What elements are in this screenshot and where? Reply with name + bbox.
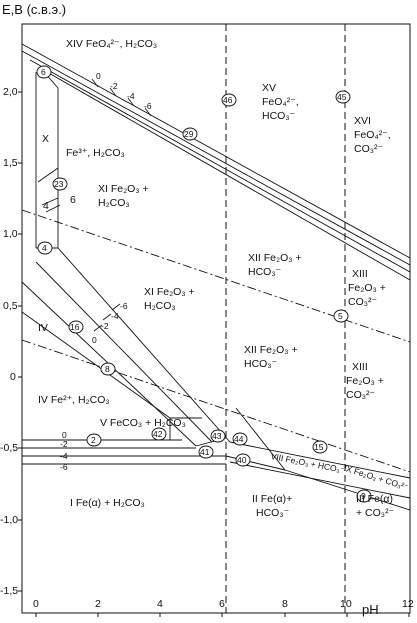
upper-parallel-lines xyxy=(21,43,411,281)
line-number-45: 45 xyxy=(337,92,347,102)
x-region-label-4: 4 xyxy=(43,200,49,212)
region-xv-line2: FeO₄²⁻, xyxy=(262,96,299,108)
line-number-5: 5 xyxy=(338,311,343,321)
y-tick-m1-5: -1,5 xyxy=(0,585,19,597)
region-iv-label: IV xyxy=(38,322,48,334)
region-xi-upper-2: H₂CO₃ xyxy=(98,197,130,209)
middle-label-m2: -2 xyxy=(101,321,109,331)
region-ii-2: HCO₃⁻ xyxy=(256,507,290,519)
region-xiv: XIV FeO₄²⁻, H₂CO₃ xyxy=(66,38,158,50)
region-xv-title: XV xyxy=(262,82,277,94)
region-xvi-title: XVI xyxy=(354,115,371,127)
dashdot-line-lower xyxy=(21,339,411,473)
line-number-6: 6 xyxy=(41,67,46,77)
line-number-23: 23 xyxy=(54,179,64,189)
upper-label-m2: -2 xyxy=(110,81,118,91)
y-tick-m1-0: -1,0 xyxy=(0,514,19,526)
lower-region-lines xyxy=(22,407,411,511)
region-xvi-line2: FeO₄²⁻, xyxy=(354,129,391,141)
x-tick-0: 0 xyxy=(33,598,39,610)
plot-frame xyxy=(21,23,411,614)
line-number-41: 41 xyxy=(200,447,210,457)
region-xiii-lower-2: Fe₂O₃ + xyxy=(346,375,384,387)
region-xi-upper-1: XI Fe₂O₃ + xyxy=(98,183,149,195)
fe3-boundary xyxy=(37,167,59,183)
region-xiii-lower-1: XIII xyxy=(352,361,368,373)
x-ticks xyxy=(35,613,410,617)
middle-label-m6: -6 xyxy=(120,301,128,311)
line-number-46: 46 xyxy=(223,95,233,105)
line-4-6-a xyxy=(41,197,59,206)
line-number-4: 4 xyxy=(42,243,47,253)
y-ticks xyxy=(18,91,22,592)
middle-label-0: 0 xyxy=(92,335,97,345)
region-xii-upper-2: HCO₃⁻ xyxy=(248,266,282,278)
region-v: V FeCO₃ + H₂CO₃ xyxy=(100,417,186,429)
upper-label-m4: -4 xyxy=(127,91,135,101)
y-axis-title: E,B (с.в.э.) xyxy=(2,2,67,17)
line-number-40: 40 xyxy=(237,455,247,465)
region-xii-lower-1: XII Fe₂O₃ + xyxy=(244,344,298,356)
region-xiii-upper-2: Fe₂O₃ + xyxy=(348,282,386,294)
region-fe3: Fe³⁺, H₂CO₃ xyxy=(66,147,125,159)
y-tick-1-5: 1,5 xyxy=(3,157,18,169)
region-i: I Fe(α) + H₂CO₃ xyxy=(70,497,145,509)
left-label-m6: -6 xyxy=(60,462,68,472)
region-xi-lower-1: XI Fe₂O₃ + xyxy=(144,286,195,298)
x-tick-6: 6 xyxy=(219,598,225,610)
left-label-m2: -2 xyxy=(60,439,68,449)
upper-label-m6: -6 xyxy=(144,101,152,111)
x-tick-12: 12 xyxy=(402,598,414,610)
line-4-6-b xyxy=(45,204,61,213)
line-number-44: 44 xyxy=(234,434,244,444)
y-tick-m0-5: -0,5 xyxy=(0,442,19,454)
x-tick-4: 4 xyxy=(157,598,163,610)
region-xi-lower-2: H₂CO₃ xyxy=(144,300,176,312)
line-number-16: 16 xyxy=(70,322,80,332)
region-xiii-lower-3: CO₃²⁻ xyxy=(346,389,376,401)
region-x: X xyxy=(42,133,50,145)
line-number-15: 15 xyxy=(314,442,324,452)
region-xiii-upper-3: CO₃²⁻ xyxy=(348,296,378,308)
middle-family-marks xyxy=(93,303,121,332)
region-ii-1: II Fe(α)+ xyxy=(252,493,293,505)
x-tick-2: 2 xyxy=(95,598,101,610)
region-iv-fe2: IV Fe²⁺, H₂CO₃ xyxy=(38,394,110,406)
x-axis-title: pH xyxy=(362,602,379,617)
region-xv-line3: HCO₃⁻ xyxy=(262,110,296,122)
x-tick-10: 10 xyxy=(340,598,352,610)
region-xvi-line3: CO₃²⁻ xyxy=(354,143,384,155)
line-number-43: 43 xyxy=(212,431,222,441)
region-xii-lower-2: HCO₃⁻ xyxy=(244,358,278,370)
y-tick-0-5: 0,5 xyxy=(3,300,18,312)
left-label-m4: -4 xyxy=(60,451,68,461)
line-number-circles xyxy=(36,65,372,503)
upper-family-marks xyxy=(91,78,152,117)
x-tick-8: 8 xyxy=(282,598,288,610)
y-tick-0: 0 xyxy=(10,371,16,383)
region-xii-upper-1: XII Fe₂O₃ + xyxy=(248,252,302,264)
y-tick-1-0: 1,0 xyxy=(3,228,18,240)
middle-label-m4: -4 xyxy=(111,311,119,321)
upper-label-0: 0 xyxy=(96,71,101,81)
region-iii-1: III Fe(α) xyxy=(356,493,393,505)
line-number-29: 29 xyxy=(184,129,194,139)
left-label-0: 0 xyxy=(62,430,67,440)
region-xiii-upper-1: XIII xyxy=(352,268,368,280)
line-number-8: 8 xyxy=(105,364,110,374)
x-region-label-6: 6 xyxy=(70,194,76,206)
region-iii-2: + CO₃²⁻ xyxy=(356,507,395,519)
line-number-2: 2 xyxy=(91,435,96,445)
line-number-42: 42 xyxy=(153,429,163,439)
line-number-9: 9 xyxy=(361,491,366,501)
y-tick-2-0: 2,0 xyxy=(3,86,18,98)
